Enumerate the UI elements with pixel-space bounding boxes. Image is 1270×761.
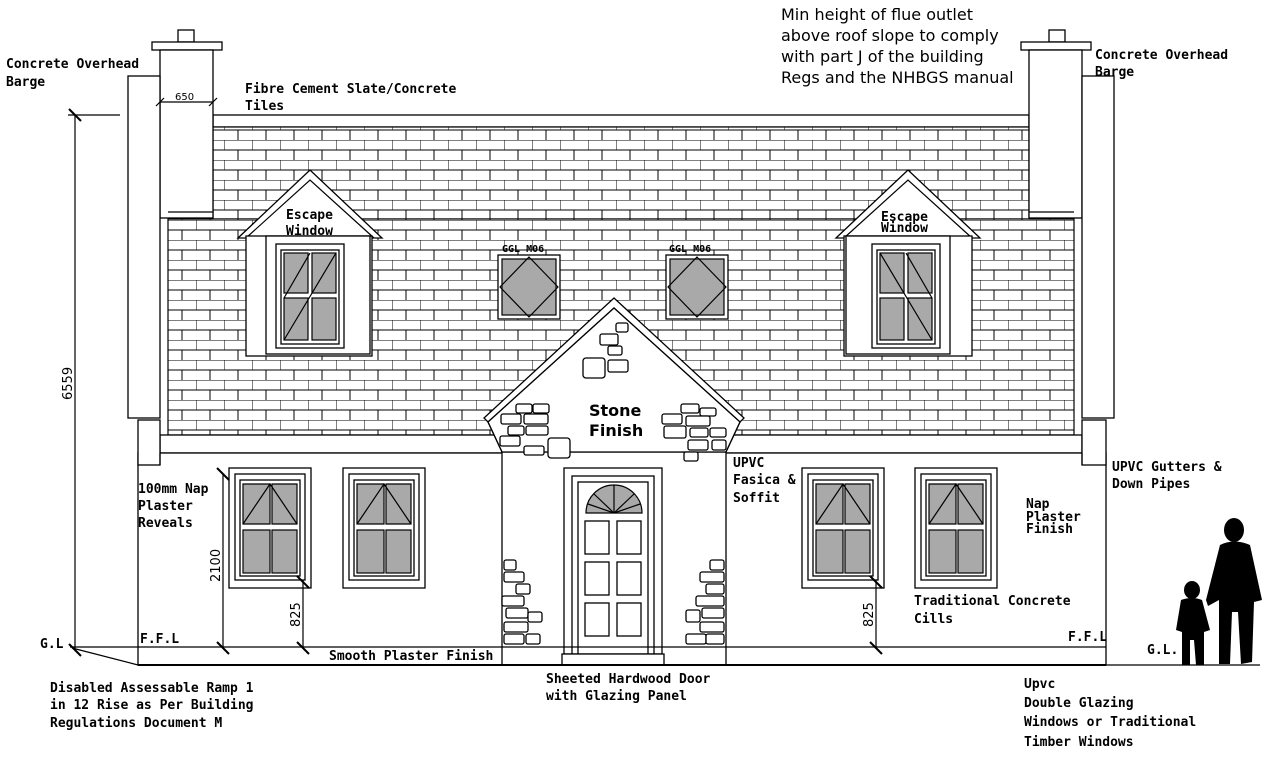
annotations: Concrete Overhead Barge Concrete Overhea… [6,5,1236,750]
label-flue-note: Min height of flue outlet above roof slo… [781,5,1014,87]
dimension-cill-right: 825 [862,575,883,655]
label-nap-finish: Nap Plaster Finish [1026,497,1089,537]
rooflight-right [665,254,729,320]
chimney-right [1020,29,1115,419]
label-barge-left: Concrete Overhead Barge [6,57,147,90]
label-door: Sheeted Hardwood Door with Glazing Panel [546,672,718,704]
window-ground-1 [228,467,312,589]
label-gutters: UPVC Gutters & Down Pipes [1112,460,1229,492]
label-fascia: UPVC Fasica & Soffit [733,456,803,506]
dim-6559: 6559 [61,367,76,400]
chimney-left [127,29,223,419]
dormer-left [236,169,384,357]
label-windows-note: Upvc Double Glazing Windows or Tradition… [1024,677,1204,750]
label-barge-right: Concrete Overhead Barge [1095,48,1236,80]
label-gl-right: G.L. [1147,643,1178,658]
dim-825-right: 825 [862,602,877,627]
label-roof-tiles: Fibre Cement Slate/Concrete Tiles [245,82,464,114]
label-rooflight-right: GGL M06 [669,244,711,255]
stonework-gable [499,322,727,462]
label-ffl-left: F.F.L [140,632,179,647]
label-reveals: 100mm Nap Plaster Reveals [138,482,216,531]
window-ground-3 [801,467,885,589]
label-ffl-right: F.F.L [1068,630,1107,645]
dimension-overall-height: 6559 [61,108,120,657]
dim-2100: 2100 [209,549,224,582]
scale-figures [1176,518,1262,665]
label-stone-finish: Stone Finish [589,401,647,440]
dim-825-left: 825 [289,602,304,627]
stonework-left-jamb [501,559,543,645]
label-rooflight-left: GGL M06 [502,244,544,255]
dimension-chimney: 650 [155,92,218,107]
dim-650: 650 [175,92,194,103]
dimension-window-head: 2100 [209,467,230,655]
label-escape-right: Escape Window [881,210,936,236]
label-smooth-plaster: Smooth Plaster Finish [329,649,493,664]
front-door [561,467,665,666]
label-escape-left: Escape Window [286,208,341,239]
window-ground-4 [914,467,998,589]
rooflight-left [497,254,561,320]
label-ramp: Disabled Assessable Ramp 1 in 12 Rise as… [50,681,261,731]
label-cills: Traditional Concrete Cills [914,594,1078,627]
dormer-right [834,169,982,357]
window-ground-2 [342,467,426,589]
label-gl-left: G.L [40,637,64,652]
dimension-cill-left: 825 [289,575,310,655]
stonework-right-jamb [685,559,725,645]
